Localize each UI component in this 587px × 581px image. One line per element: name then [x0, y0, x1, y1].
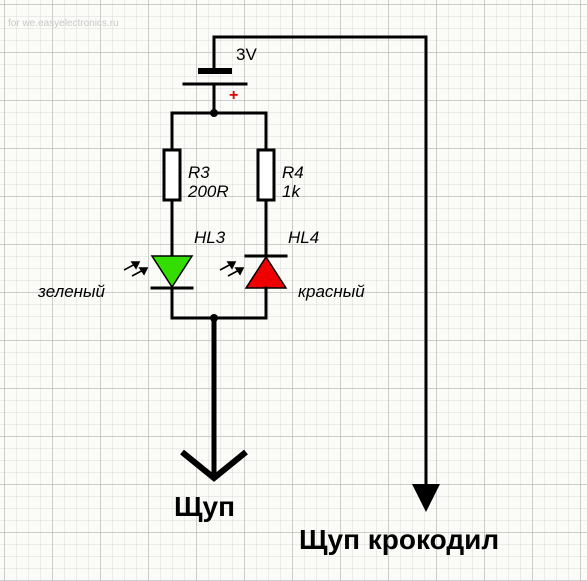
led-hl4-red [244, 255, 288, 289]
resistor-r4 [256, 148, 276, 202]
resistor-r4-ref: R4 [282, 163, 304, 182]
battery-voltage-label: 3V [236, 45, 257, 64]
led-hl3-color-name: зеленый [37, 282, 106, 301]
battery: 3V + [182, 45, 257, 104]
watermark: for we.easyelectronics.ru [8, 18, 119, 29]
clip-probe-arrow-icon [412, 484, 440, 512]
led-hl3-ref: HL3 [194, 228, 226, 247]
resistor-r3-value: 200R [187, 182, 229, 201]
clip-probe-label: Щуп крокодил [299, 524, 499, 555]
led-hl4-ref: HL4 [288, 228, 319, 247]
resistor-r3-ref: R3 [188, 163, 210, 182]
wire-to-clip-probe [212, 35, 428, 490]
led-hl3-light-arrows-icon [123, 261, 149, 277]
led-hl4-light-arrows-icon [219, 261, 245, 277]
battery-plus-sign: + [229, 87, 238, 104]
probe-label: Щуп [174, 491, 235, 522]
top-junction-dot [210, 109, 218, 117]
probe-arrow-icon [180, 449, 248, 482]
resistor-r4-value: 1k [282, 182, 301, 201]
led-hl3-green [150, 255, 194, 289]
resistor-r3 [162, 148, 182, 202]
led-hl4-color-name: красный [298, 282, 365, 301]
